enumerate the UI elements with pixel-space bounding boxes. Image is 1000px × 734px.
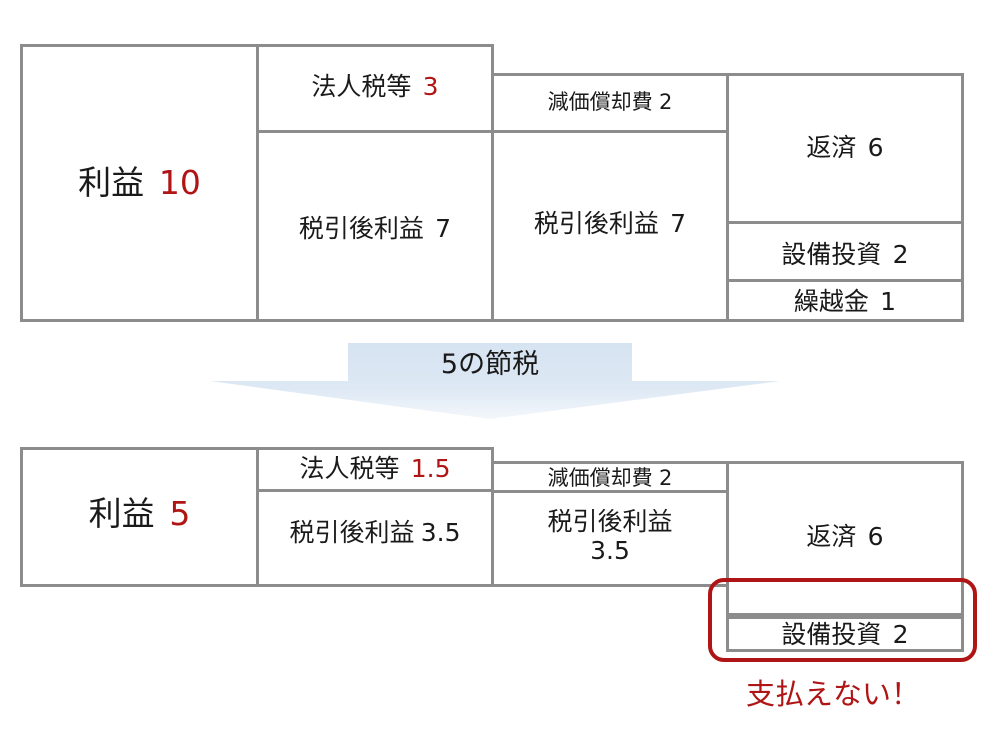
after-corporate-tax-cell: 法人税等 1.5 bbox=[256, 447, 494, 491]
after-repayment-cell: 返済 6 bbox=[726, 461, 964, 613]
after-repayment-label: 返済 bbox=[806, 521, 857, 551]
before-after-tax-profit-a-label: 税引後利益 bbox=[298, 214, 424, 244]
after-corporate-tax-value: 1.5 bbox=[410, 453, 451, 483]
after-col2-divider bbox=[256, 489, 494, 492]
after-profit-cell: 利益 5 bbox=[20, 447, 259, 587]
after-col3-divider bbox=[491, 490, 729, 493]
after-capex-cell: 設備投資 2 bbox=[726, 619, 964, 652]
before-profit-label: 利益 bbox=[78, 163, 145, 203]
after-col3-box bbox=[491, 461, 729, 587]
before-repayment-label: 返済 bbox=[806, 132, 857, 162]
after-corporate-tax-label: 法人税等 bbox=[299, 453, 400, 483]
after-profit-value: 5 bbox=[169, 494, 191, 534]
before-carryover-value: 1 bbox=[880, 286, 897, 316]
before-repayment-value: 6 bbox=[867, 132, 884, 162]
arrow-label-text: 5の節税 bbox=[440, 349, 540, 381]
before-after-tax-profit-b-cell: 税引後利益 7 bbox=[491, 133, 729, 322]
after-capex-value: 2 bbox=[892, 620, 909, 650]
after-after-tax-profit-a-value: 3.5 bbox=[420, 518, 461, 548]
arrow-label: 5の節税 bbox=[348, 346, 632, 384]
before-corporate-tax-label: 法人税等 bbox=[311, 72, 412, 102]
before-profit-cell: 利益 10 bbox=[20, 44, 259, 322]
after-depreciation-label: 減価償却費 bbox=[547, 466, 653, 491]
before-corporate-tax-cell: 法人税等 3 bbox=[256, 44, 494, 131]
before-col2-divider bbox=[256, 130, 494, 133]
shortfall-highlight bbox=[708, 578, 977, 662]
before-after-tax-profit-a-cell: 税引後利益 7 bbox=[256, 133, 494, 322]
after-depreciation-value: 2 bbox=[658, 466, 673, 491]
after-capex-label: 設備投資 bbox=[781, 620, 882, 650]
after-col4-divider-1 bbox=[726, 613, 964, 616]
cannot-pay-warning-text: 支払えない！ bbox=[745, 677, 920, 712]
before-profit-box bbox=[20, 44, 259, 322]
before-col4-divider-2 bbox=[726, 279, 964, 282]
after-repayment-value: 6 bbox=[867, 521, 884, 551]
before-after-tax-profit-b-label: 税引後利益 bbox=[533, 209, 659, 239]
before-col4-divider-1 bbox=[726, 221, 964, 224]
before-capex-label: 設備投資 bbox=[781, 240, 882, 270]
before-after-tax-profit-b-value: 7 bbox=[670, 209, 687, 239]
before-repayment-cell: 返済 6 bbox=[726, 73, 964, 223]
before-capex-value: 2 bbox=[892, 240, 909, 270]
before-depreciation-value: 2 bbox=[658, 89, 673, 114]
after-after-tax-profit-b-cell: 税引後利益 3.5 bbox=[491, 493, 729, 587]
after-after-tax-profit-b-value: 3.5 bbox=[590, 536, 630, 565]
before-carryover-label: 繰越金 bbox=[793, 286, 869, 316]
before-after-tax-profit-a-value: 7 bbox=[435, 214, 452, 244]
before-col3-box bbox=[491, 73, 729, 322]
before-col3-divider bbox=[491, 130, 729, 133]
after-col4-divider-2 bbox=[726, 616, 964, 619]
before-capex-cell: 設備投資 2 bbox=[726, 224, 964, 281]
after-after-tax-profit-a-label: 税引後利益 bbox=[289, 518, 415, 548]
before-carryover-cell: 繰越金 1 bbox=[726, 282, 964, 322]
after-after-tax-profit-b-label: 税引後利益 bbox=[547, 507, 673, 537]
after-col4-box bbox=[726, 461, 964, 652]
after-profit-label: 利益 bbox=[88, 494, 155, 534]
cannot-pay-warning: 支払えない！ bbox=[708, 673, 958, 717]
after-col2-box bbox=[256, 447, 494, 587]
before-depreciation-label: 減価償却費 bbox=[547, 89, 653, 114]
before-corporate-tax-value: 3 bbox=[422, 72, 439, 102]
before-profit-value: 10 bbox=[158, 163, 201, 203]
